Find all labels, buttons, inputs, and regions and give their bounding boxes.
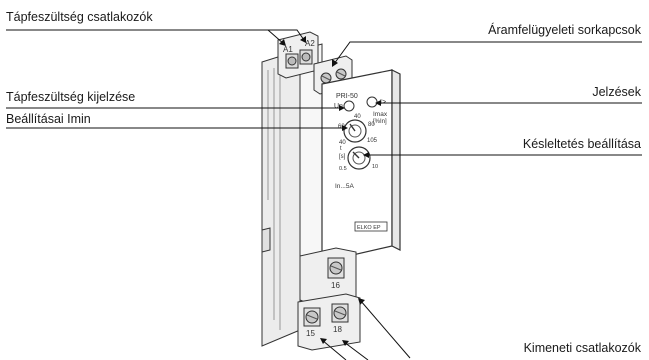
led-un	[343, 100, 355, 112]
label-indications: Jelzések	[592, 85, 641, 99]
range-label: In...5A	[335, 183, 354, 190]
top-terminal-block: A1 A2	[277, 31, 319, 79]
terminal-a1-label: A1	[283, 45, 293, 54]
led-un-label: Un	[334, 103, 343, 110]
arrowheads	[279, 36, 381, 346]
label-current-monitoring-terminals: Áramfelügyeleti sorkapcsok	[488, 23, 641, 37]
terminal-16-top-label: 16	[331, 281, 340, 290]
imax-unit: [%In]	[373, 119, 387, 125]
delay-t-label: t	[340, 146, 342, 152]
label-supply-indication: Tápfeszültség kijelzése	[6, 90, 136, 104]
dial1-left-label: 60	[338, 124, 345, 130]
imin-dial: 40 60 80 40 105 Imax [%In]	[338, 111, 388, 146]
brand-logo: ELKO EP	[354, 221, 388, 232]
delay-unit-label: [s]	[339, 154, 346, 160]
dial1-top-label: 40	[354, 114, 361, 120]
label-supply-terminals: Tápfeszültség csatlakozók	[6, 10, 153, 24]
delay-dial: t [s] 0.5 10	[339, 146, 378, 172]
terminal-a2-label: A2	[305, 39, 315, 48]
label-delay-setting: Késleltetés beállítása	[522, 137, 641, 151]
dial2-min-label: 0.5	[339, 166, 347, 172]
terminal-15-label: 15	[306, 329, 315, 338]
model-label: PRI-50	[336, 93, 358, 100]
dial2-max-label: 10	[372, 164, 378, 170]
dial1-bottom-left-label: 40	[339, 140, 346, 146]
brand-label: ELKO EP	[357, 225, 381, 231]
dial1-bottom-right-label: 105	[367, 138, 378, 144]
imax-label: Imax	[373, 111, 388, 118]
dial1-right-label: 80	[368, 122, 375, 128]
label-output-terminals: Kimeneti csatlakozók	[523, 341, 641, 355]
led-i	[366, 96, 378, 108]
leader-lines	[6, 29, 642, 360]
lower-terminal-15-18: 15 18	[297, 293, 361, 351]
label-imin-setting: Beállításai Imin	[6, 112, 91, 126]
terminal-18-label: 18	[333, 325, 342, 334]
